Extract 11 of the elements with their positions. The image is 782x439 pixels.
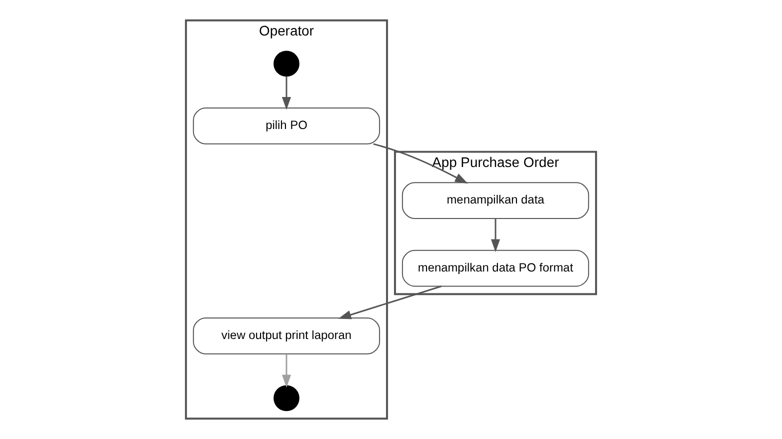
node-box: menampilkan data bbox=[402, 182, 590, 219]
node-circle bbox=[274, 385, 300, 412]
arrow bbox=[282, 354, 292, 388]
node-circle bbox=[274, 50, 300, 77]
node-box: menampilkan data PO format bbox=[402, 250, 590, 287]
arrow bbox=[338, 286, 442, 320]
arrow bbox=[373, 143, 468, 184]
arrow bbox=[490, 218, 500, 252]
node-box: pilih PO bbox=[192, 108, 380, 144]
arrow bbox=[282, 76, 292, 110]
node-box: view output print laporan bbox=[192, 318, 380, 354]
